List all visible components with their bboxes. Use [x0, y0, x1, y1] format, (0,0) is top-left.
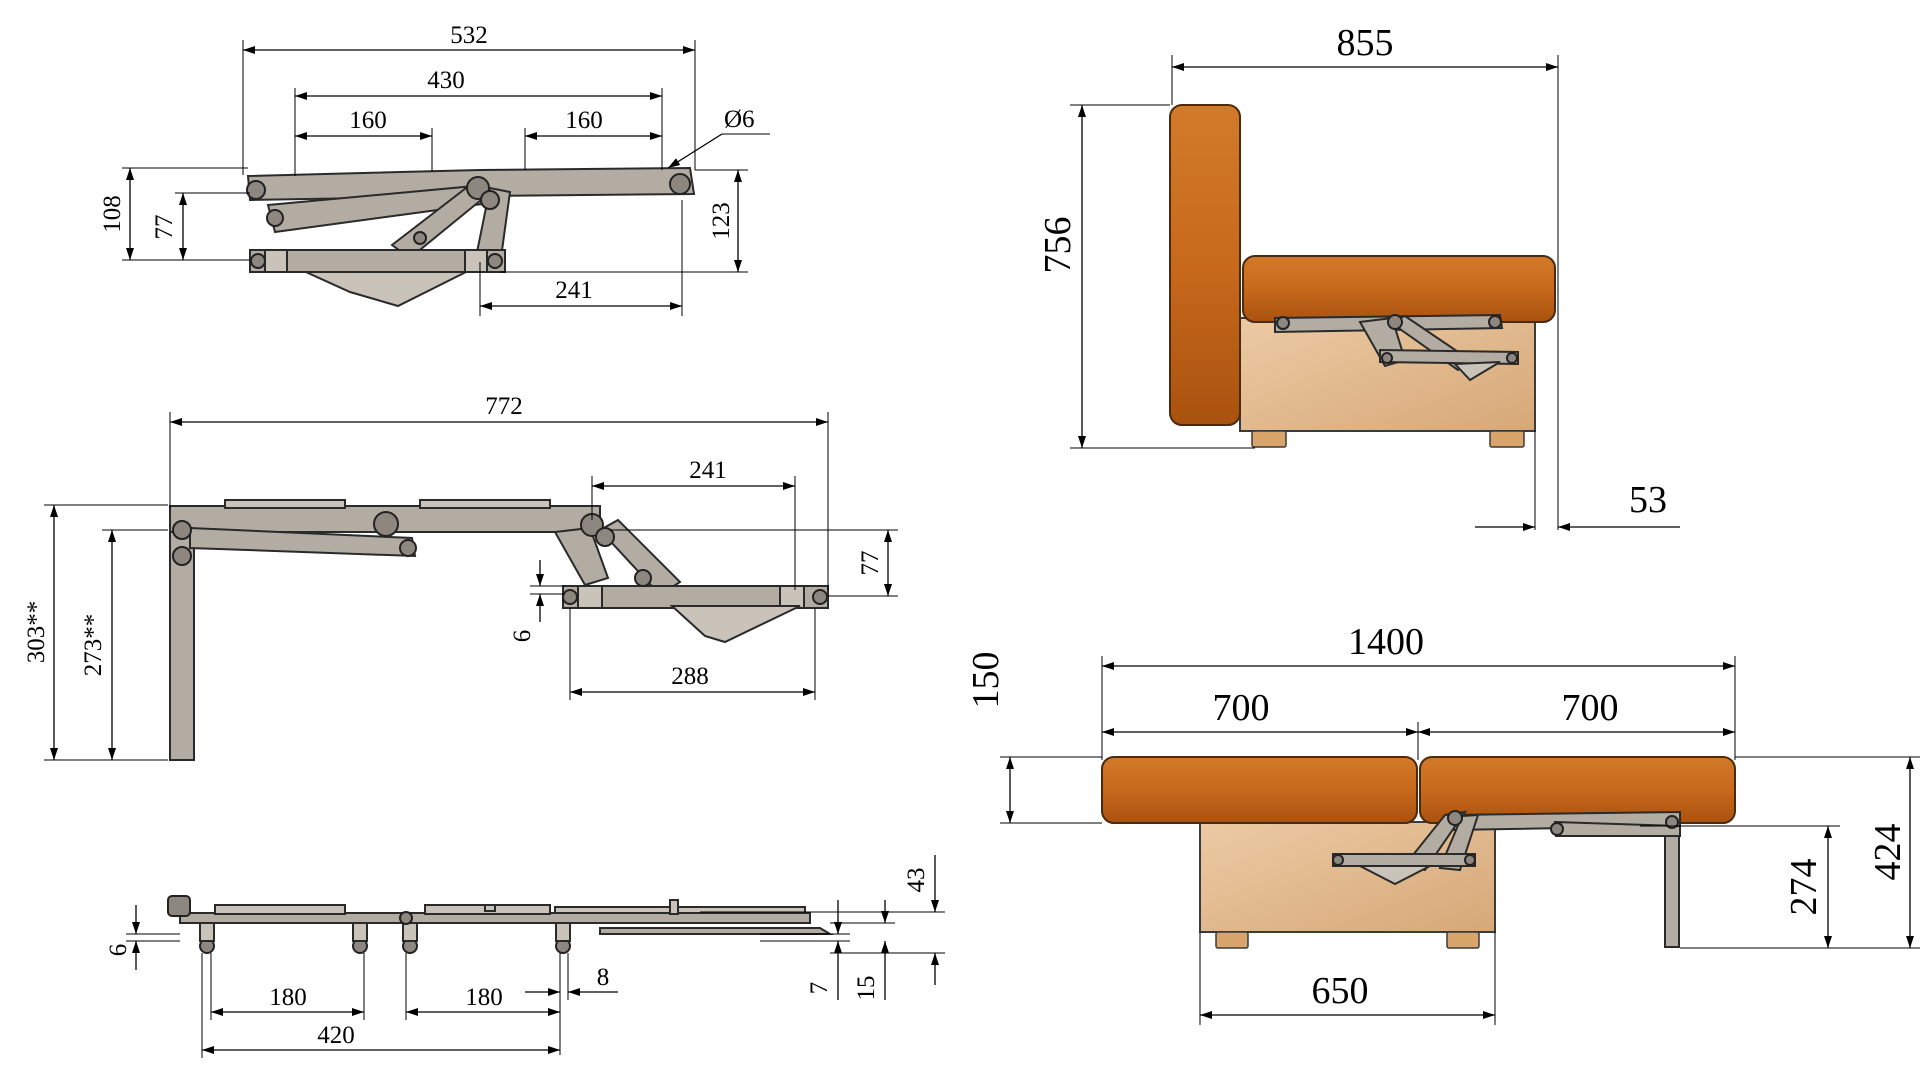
dim-772: 772 [485, 393, 523, 420]
dim-77-open: 77 [857, 551, 884, 576]
sofa-bed-dimensions: 1400 700 700 150 424 274 [965, 621, 1920, 1025]
dim-6-open: 6 [509, 630, 536, 643]
dim-6-flat: 6 [105, 944, 132, 957]
mechanism-open-drawing [169, 499, 829, 761]
dim-420: 420 [317, 1022, 355, 1049]
sofa-bed-drawing [1101, 756, 1736, 949]
dim-1400: 1400 [1348, 621, 1424, 663]
dim-150: 150 [965, 652, 1007, 709]
dim-241-folded: 241 [555, 277, 593, 304]
dim-288: 288 [671, 663, 709, 690]
dim-303: 303** [23, 601, 50, 664]
sofa-bed-view: 1400 700 700 150 424 274 [965, 621, 1920, 1025]
mechanism-folded-view: 532 430 160 160 Ø6 108 7 [99, 22, 770, 316]
dim-532: 532 [450, 22, 488, 49]
dim-123: 123 [708, 202, 735, 240]
dim-855: 855 [1337, 22, 1394, 64]
mechanism-folded-dimensions: 532 430 160 160 Ø6 108 7 [99, 22, 770, 316]
sofa-side-dimensions: 855 756 53 [1037, 22, 1680, 531]
dim-15: 15 [853, 976, 880, 1001]
dim-diameter-6: Ø6 [724, 106, 755, 133]
dim-160-left: 160 [349, 107, 387, 134]
sofa-side-view: 855 756 53 [1037, 22, 1680, 531]
dim-43: 43 [903, 868, 930, 893]
dim-273: 273** [80, 614, 107, 677]
mechanism-open-dimensions: 772 241 77 6 288 303** [23, 393, 898, 761]
dim-7: 7 [806, 982, 833, 995]
dim-274: 274 [1783, 859, 1825, 916]
mechanism-flat-dimensions: 43 6 180 180 8 7 [105, 855, 945, 1058]
dim-8: 8 [597, 964, 610, 991]
mechanism-open-view: 772 241 77 6 288 303** [23, 393, 898, 761]
dim-756: 756 [1037, 217, 1079, 274]
dim-180-left: 180 [269, 984, 307, 1011]
dim-700-left: 700 [1213, 687, 1270, 729]
dim-108: 108 [99, 195, 126, 233]
dim-700-right: 700 [1562, 687, 1619, 729]
dim-77: 77 [151, 215, 178, 240]
dim-180-right: 180 [465, 984, 503, 1011]
dim-53: 53 [1629, 479, 1667, 521]
sofa-side-drawing [1169, 104, 1556, 448]
mechanism-flat-view: 43 6 180 180 8 7 [105, 855, 945, 1058]
dim-430: 430 [427, 67, 465, 94]
dim-241-open: 241 [689, 457, 727, 484]
dim-424: 424 [1867, 824, 1909, 881]
dim-160-right: 160 [565, 107, 603, 134]
dim-650: 650 [1312, 970, 1369, 1012]
mechanism-folded-drawing [246, 166, 696, 308]
mechanism-flat-drawing [167, 895, 834, 954]
